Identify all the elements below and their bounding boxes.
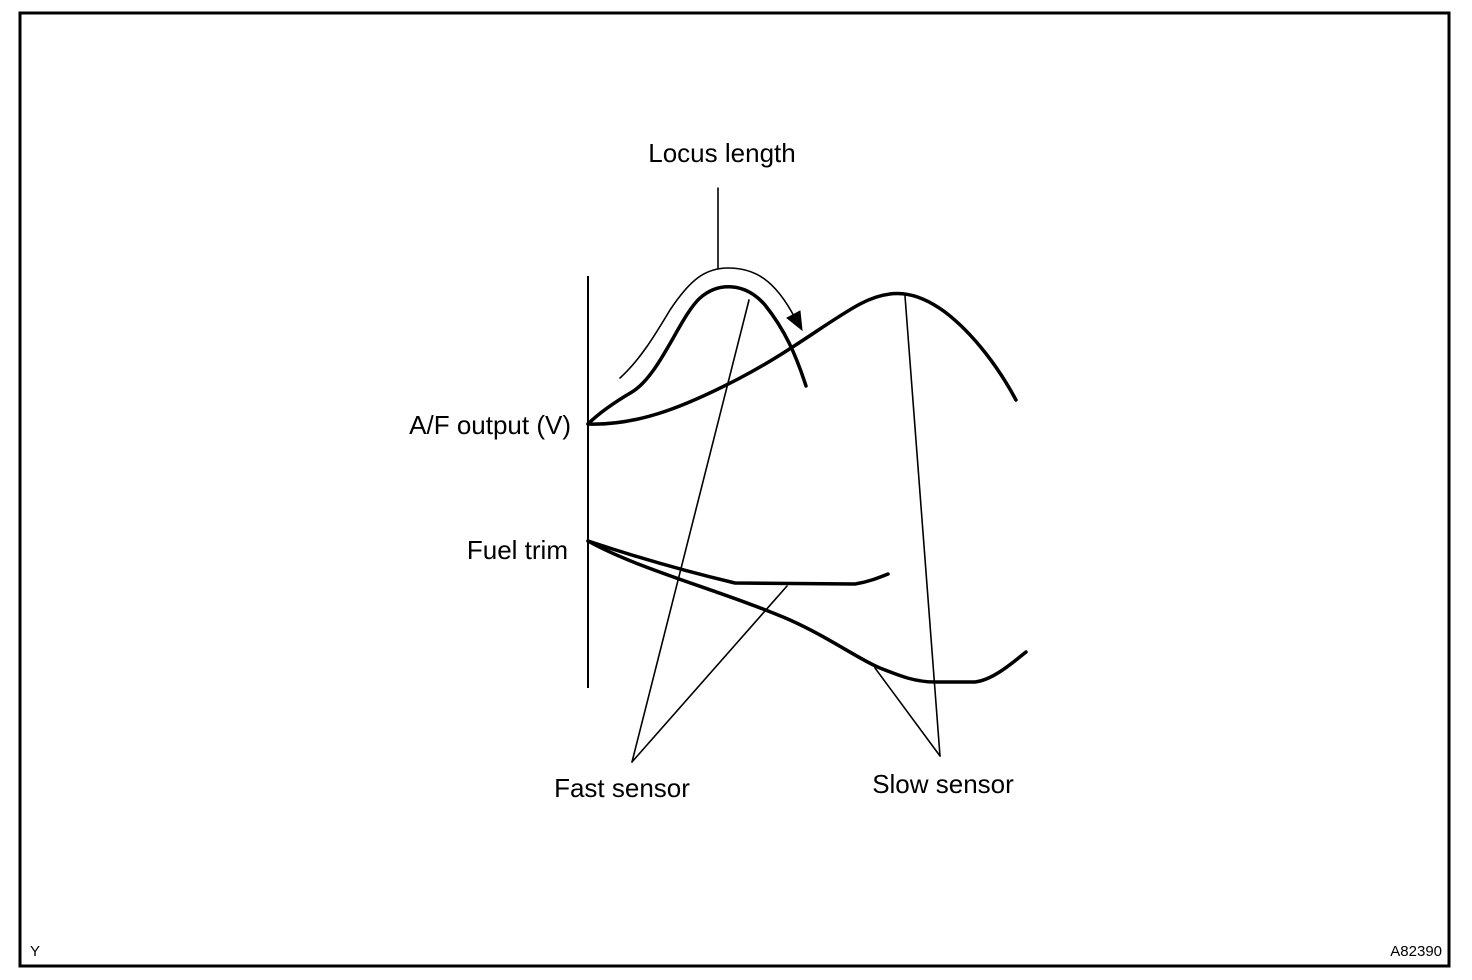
figure-frame xyxy=(18,11,1451,968)
fast-sensor-leader-af xyxy=(631,299,750,763)
af-fast-sensor-curve xyxy=(586,285,808,426)
fast-sensor-label: Fast sensor xyxy=(554,773,690,803)
locus-length-arrowhead xyxy=(786,310,803,332)
figure-id-label: A82390 xyxy=(1390,943,1442,960)
locus-length-label: Locus length xyxy=(648,138,795,168)
af-slow-sensor-curve xyxy=(586,291,1018,426)
fast-sensor-leader-fuel-trim xyxy=(631,585,788,763)
af-output-label: A/F output (V) xyxy=(409,410,571,440)
slow-sensor-leader-fuel-trim xyxy=(874,667,941,757)
slow-sensor-label: Slow sensor xyxy=(872,769,1014,799)
corner-letter-label: Y xyxy=(30,943,40,960)
fuel-trim-label: Fuel trim xyxy=(467,535,568,565)
slow-sensor-leader-af xyxy=(904,295,941,757)
locus-length-arc xyxy=(619,267,796,379)
fuel-trim-slow-sensor-curve xyxy=(586,539,1028,684)
fuel-trim-fast-sensor-curve xyxy=(586,539,890,586)
